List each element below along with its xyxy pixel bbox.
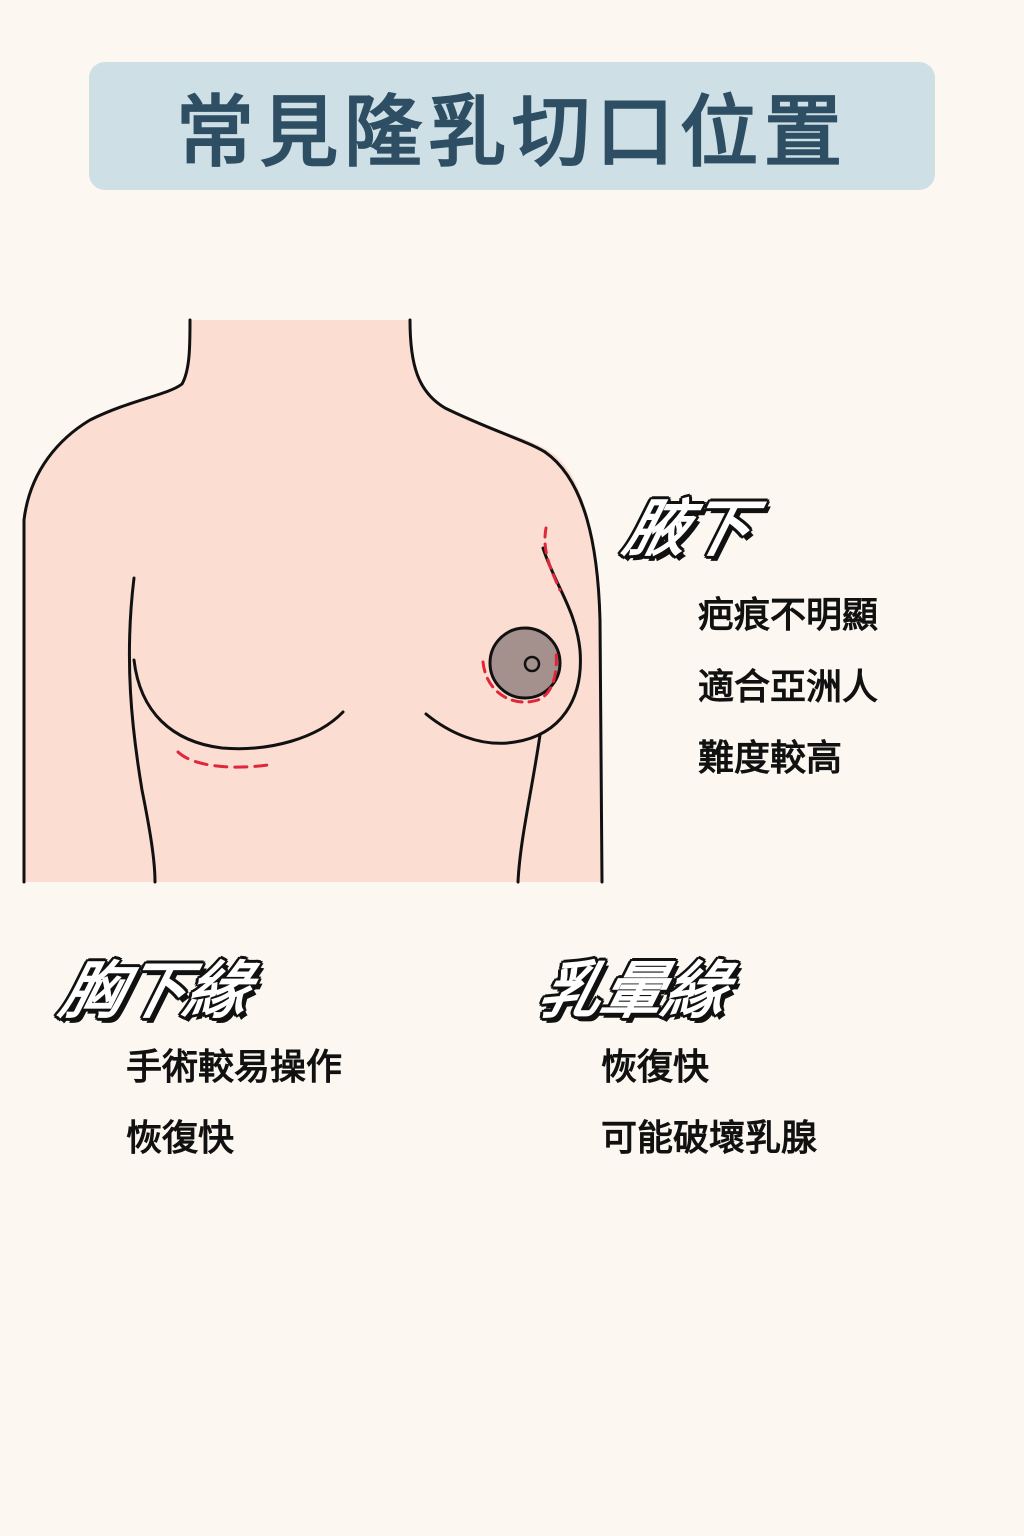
axillary-point-2: 適合亞洲人 [698,667,879,708]
shoulder-right-outline [543,450,604,884]
breast-right-outline [424,546,582,745]
torso-illustration [22,318,604,884]
inframammary-point-2: 恢復快 [126,1118,235,1159]
page-title: 常見隆乳切口位置 [175,88,848,178]
label-axillary: 腋下 [617,492,760,565]
periareolar-point-1: 恢復快 [601,1047,710,1088]
inframammary-point-1: 手術較易操作 [126,1047,343,1088]
periareolar-point-2: 可能破壞乳腺 [601,1118,818,1159]
skin-fill [24,320,602,882]
incision-periareolar [481,648,558,704]
label-inframammary: 胸下緣 [53,954,258,1027]
title-banner: 常見隆乳切口位置 [89,62,935,190]
neck-right-outline [408,318,547,454]
neck-left-outline [22,318,192,884]
arm-right-inner-outline [516,733,542,884]
axillary-point-1: 疤痕不明顯 [698,595,879,636]
incision-axillary [543,526,562,592]
breast-left-outline [132,658,345,751]
axillary-point-3: 難度較高 [698,738,843,779]
label-periareolar: 乳暈緣 [531,954,736,1027]
nipple [523,655,541,673]
arm-left-inner-outline [127,576,157,884]
incision-inframammary [176,750,276,769]
